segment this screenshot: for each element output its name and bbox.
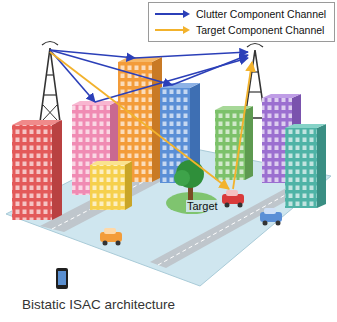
clutter-channel bbox=[50, 50, 172, 85]
legend-entry: Clutter Component Channel bbox=[153, 6, 330, 22]
car bbox=[116, 241, 121, 246]
legend-box: Clutter Component ChannelTarget Componen… bbox=[148, 2, 335, 42]
right-tower bbox=[251, 71, 259, 72]
target-car bbox=[222, 190, 244, 208]
target-car bbox=[238, 203, 243, 208]
building bbox=[215, 106, 253, 110]
legend-arrow-head bbox=[183, 10, 190, 18]
legend-arrow bbox=[153, 25, 191, 35]
building bbox=[90, 161, 132, 210]
building bbox=[215, 106, 253, 180]
car bbox=[260, 208, 282, 226]
car bbox=[263, 221, 268, 226]
building bbox=[12, 125, 52, 220]
building bbox=[245, 106, 253, 180]
car bbox=[276, 221, 281, 226]
left-tower bbox=[43, 105, 57, 120]
car bbox=[103, 241, 108, 246]
phone bbox=[58, 271, 66, 285]
target-channel bbox=[233, 62, 252, 189]
right-tower bbox=[247, 44, 263, 48]
clutter-channel bbox=[135, 52, 248, 58]
legend-arrow-line bbox=[155, 13, 184, 15]
legend-text: Clutter Component Channel bbox=[196, 8, 326, 20]
building bbox=[285, 124, 326, 128]
right-tower bbox=[249, 91, 261, 92]
phone bbox=[56, 268, 68, 289]
building bbox=[285, 124, 326, 208]
building bbox=[12, 125, 52, 220]
car bbox=[264, 208, 276, 214]
left-tower bbox=[46, 74, 54, 75]
building bbox=[262, 94, 301, 98]
building bbox=[90, 161, 132, 165]
target-channel bbox=[50, 52, 252, 189]
legend-arrow bbox=[153, 9, 191, 19]
building bbox=[52, 120, 62, 220]
phone bbox=[56, 268, 68, 289]
figure-caption: Bistatic ISAC architecture bbox=[22, 297, 175, 312]
building bbox=[90, 165, 125, 210]
left-tower bbox=[40, 42, 60, 123]
building bbox=[317, 124, 326, 208]
legend-entry: Target Component Channel bbox=[153, 22, 330, 38]
building bbox=[90, 165, 125, 210]
clutter-channel bbox=[172, 55, 248, 85]
car bbox=[104, 228, 116, 234]
tree bbox=[166, 160, 218, 214]
tree bbox=[174, 170, 190, 186]
left-tower bbox=[43, 105, 57, 120]
building bbox=[215, 110, 245, 180]
target-channel bbox=[50, 52, 229, 189]
ground-plane bbox=[150, 186, 306, 268]
left-tower bbox=[44, 94, 56, 95]
car bbox=[100, 228, 122, 246]
ground-plane bbox=[158, 188, 298, 265]
building bbox=[12, 120, 62, 125]
building bbox=[285, 128, 317, 208]
target-car bbox=[225, 203, 230, 208]
building bbox=[285, 128, 317, 208]
clutter-channel bbox=[50, 50, 248, 102]
target-car bbox=[226, 190, 238, 196]
legend-text: Target Component Channel bbox=[196, 24, 324, 36]
building bbox=[125, 161, 132, 210]
target-label: Target bbox=[186, 200, 219, 212]
legend-arrow-head bbox=[183, 26, 190, 34]
left-tower bbox=[42, 42, 58, 46]
legend-arrow-line bbox=[155, 29, 184, 31]
building bbox=[12, 120, 62, 220]
building bbox=[215, 110, 245, 180]
clutter-channel bbox=[95, 58, 248, 102]
